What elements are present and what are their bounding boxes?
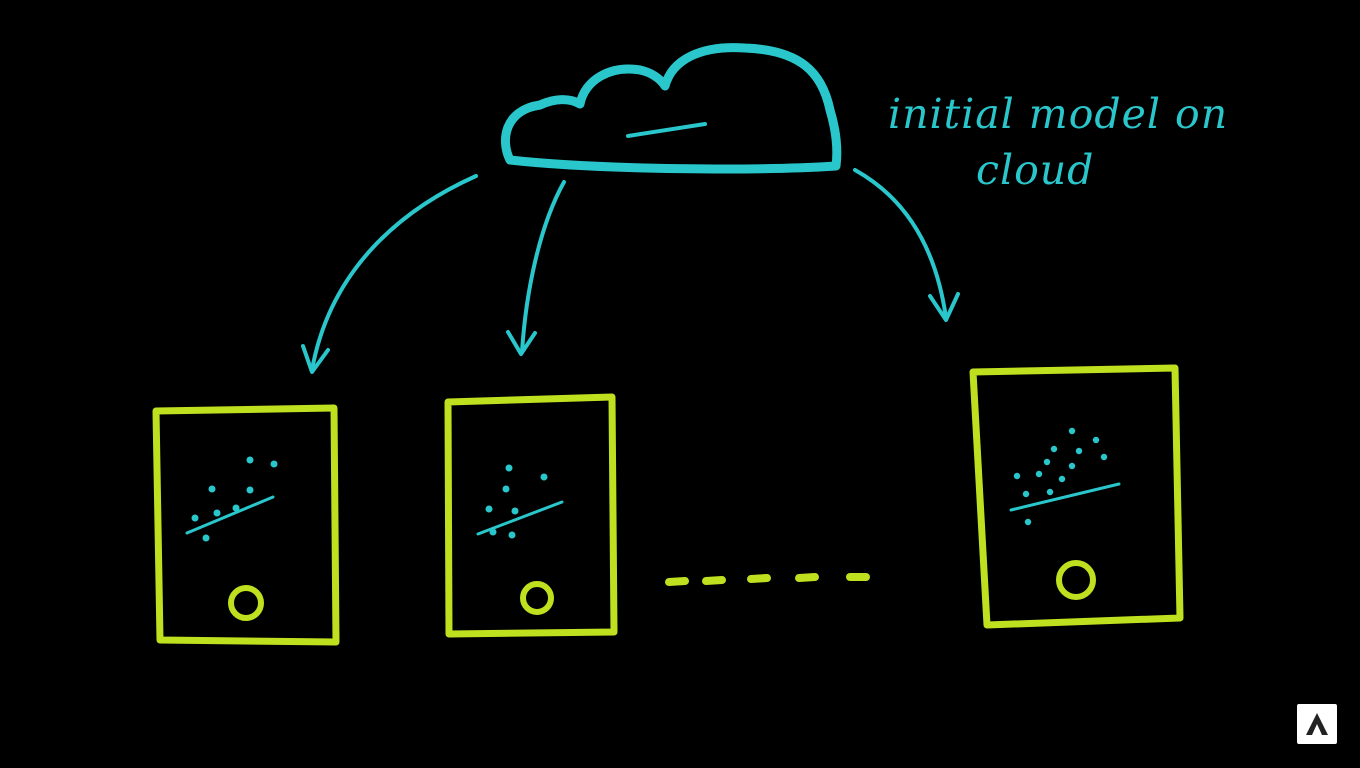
- device-frame: [152, 404, 340, 646]
- data-dot: [540, 473, 548, 481]
- arrow-to-device-3: [853, 168, 960, 322]
- data-dot: [1022, 490, 1030, 498]
- data-dot: [1075, 447, 1083, 455]
- device-home-button: [1056, 560, 1096, 600]
- data-dot: [1013, 472, 1021, 480]
- data-dot: [1050, 445, 1058, 453]
- data-dot: [485, 505, 493, 513]
- data-dot: [508, 531, 516, 539]
- scatter-plot-icon: [191, 456, 278, 542]
- arrow-shaft-2: [520, 180, 566, 354]
- scatter-plot-icon: [1013, 427, 1108, 526]
- device-1: [152, 404, 340, 646]
- data-dot: [202, 534, 210, 542]
- cloud-model-line: [626, 122, 707, 138]
- data-dot: [246, 486, 254, 494]
- a-logo-glyph: [1306, 713, 1328, 735]
- data-dot: [1092, 436, 1100, 444]
- dash: [795, 573, 819, 582]
- data-dot: [191, 514, 199, 522]
- dash: [702, 576, 726, 585]
- data-dot: [232, 504, 240, 512]
- data-dot: [1024, 518, 1032, 526]
- arrow-head-2: [506, 330, 537, 356]
- device-frame: [969, 364, 1184, 629]
- data-dot: [1046, 488, 1054, 496]
- arrow-head-3: [928, 292, 960, 322]
- data-dot: [1068, 462, 1076, 470]
- regression-line: [185, 495, 275, 535]
- ellipsis-dashes: [665, 573, 870, 586]
- arrow-to-device-2: [506, 180, 566, 356]
- scatter-plot-icon: [485, 464, 548, 539]
- a-logo-icon: [1297, 704, 1337, 744]
- data-dot: [505, 464, 513, 472]
- data-dot: [1100, 453, 1108, 461]
- data-dot: [213, 509, 221, 517]
- cloud-outline: [500, 43, 842, 174]
- annotation-line-2: cloud: [976, 146, 1095, 194]
- device-3: [969, 364, 1184, 629]
- dash: [665, 577, 689, 586]
- arrow-head-1: [301, 344, 330, 374]
- data-dot: [1035, 470, 1043, 478]
- arrow-to-device-1: [301, 174, 478, 374]
- cloud-annotation: initial model on cloud: [888, 86, 1268, 198]
- data-dot: [270, 460, 278, 468]
- device-frame: [444, 393, 618, 638]
- device-home-button: [520, 581, 554, 615]
- regression-line: [476, 500, 564, 536]
- arrow-shaft-3: [853, 168, 948, 320]
- data-dot: [1068, 427, 1076, 435]
- dash: [747, 574, 771, 583]
- data-dot: [1058, 475, 1066, 483]
- data-dot: [208, 485, 216, 493]
- annotation-line-1: initial model on: [888, 90, 1229, 138]
- device-home-button: [228, 585, 264, 621]
- cloud-icon: [500, 43, 842, 174]
- arrow-shaft-1: [310, 174, 478, 372]
- regression-line: [1009, 482, 1121, 512]
- data-dot: [1043, 458, 1051, 466]
- data-dot: [502, 485, 510, 493]
- data-dot: [511, 507, 519, 515]
- device-2: [444, 393, 618, 638]
- data-dot: [246, 456, 254, 464]
